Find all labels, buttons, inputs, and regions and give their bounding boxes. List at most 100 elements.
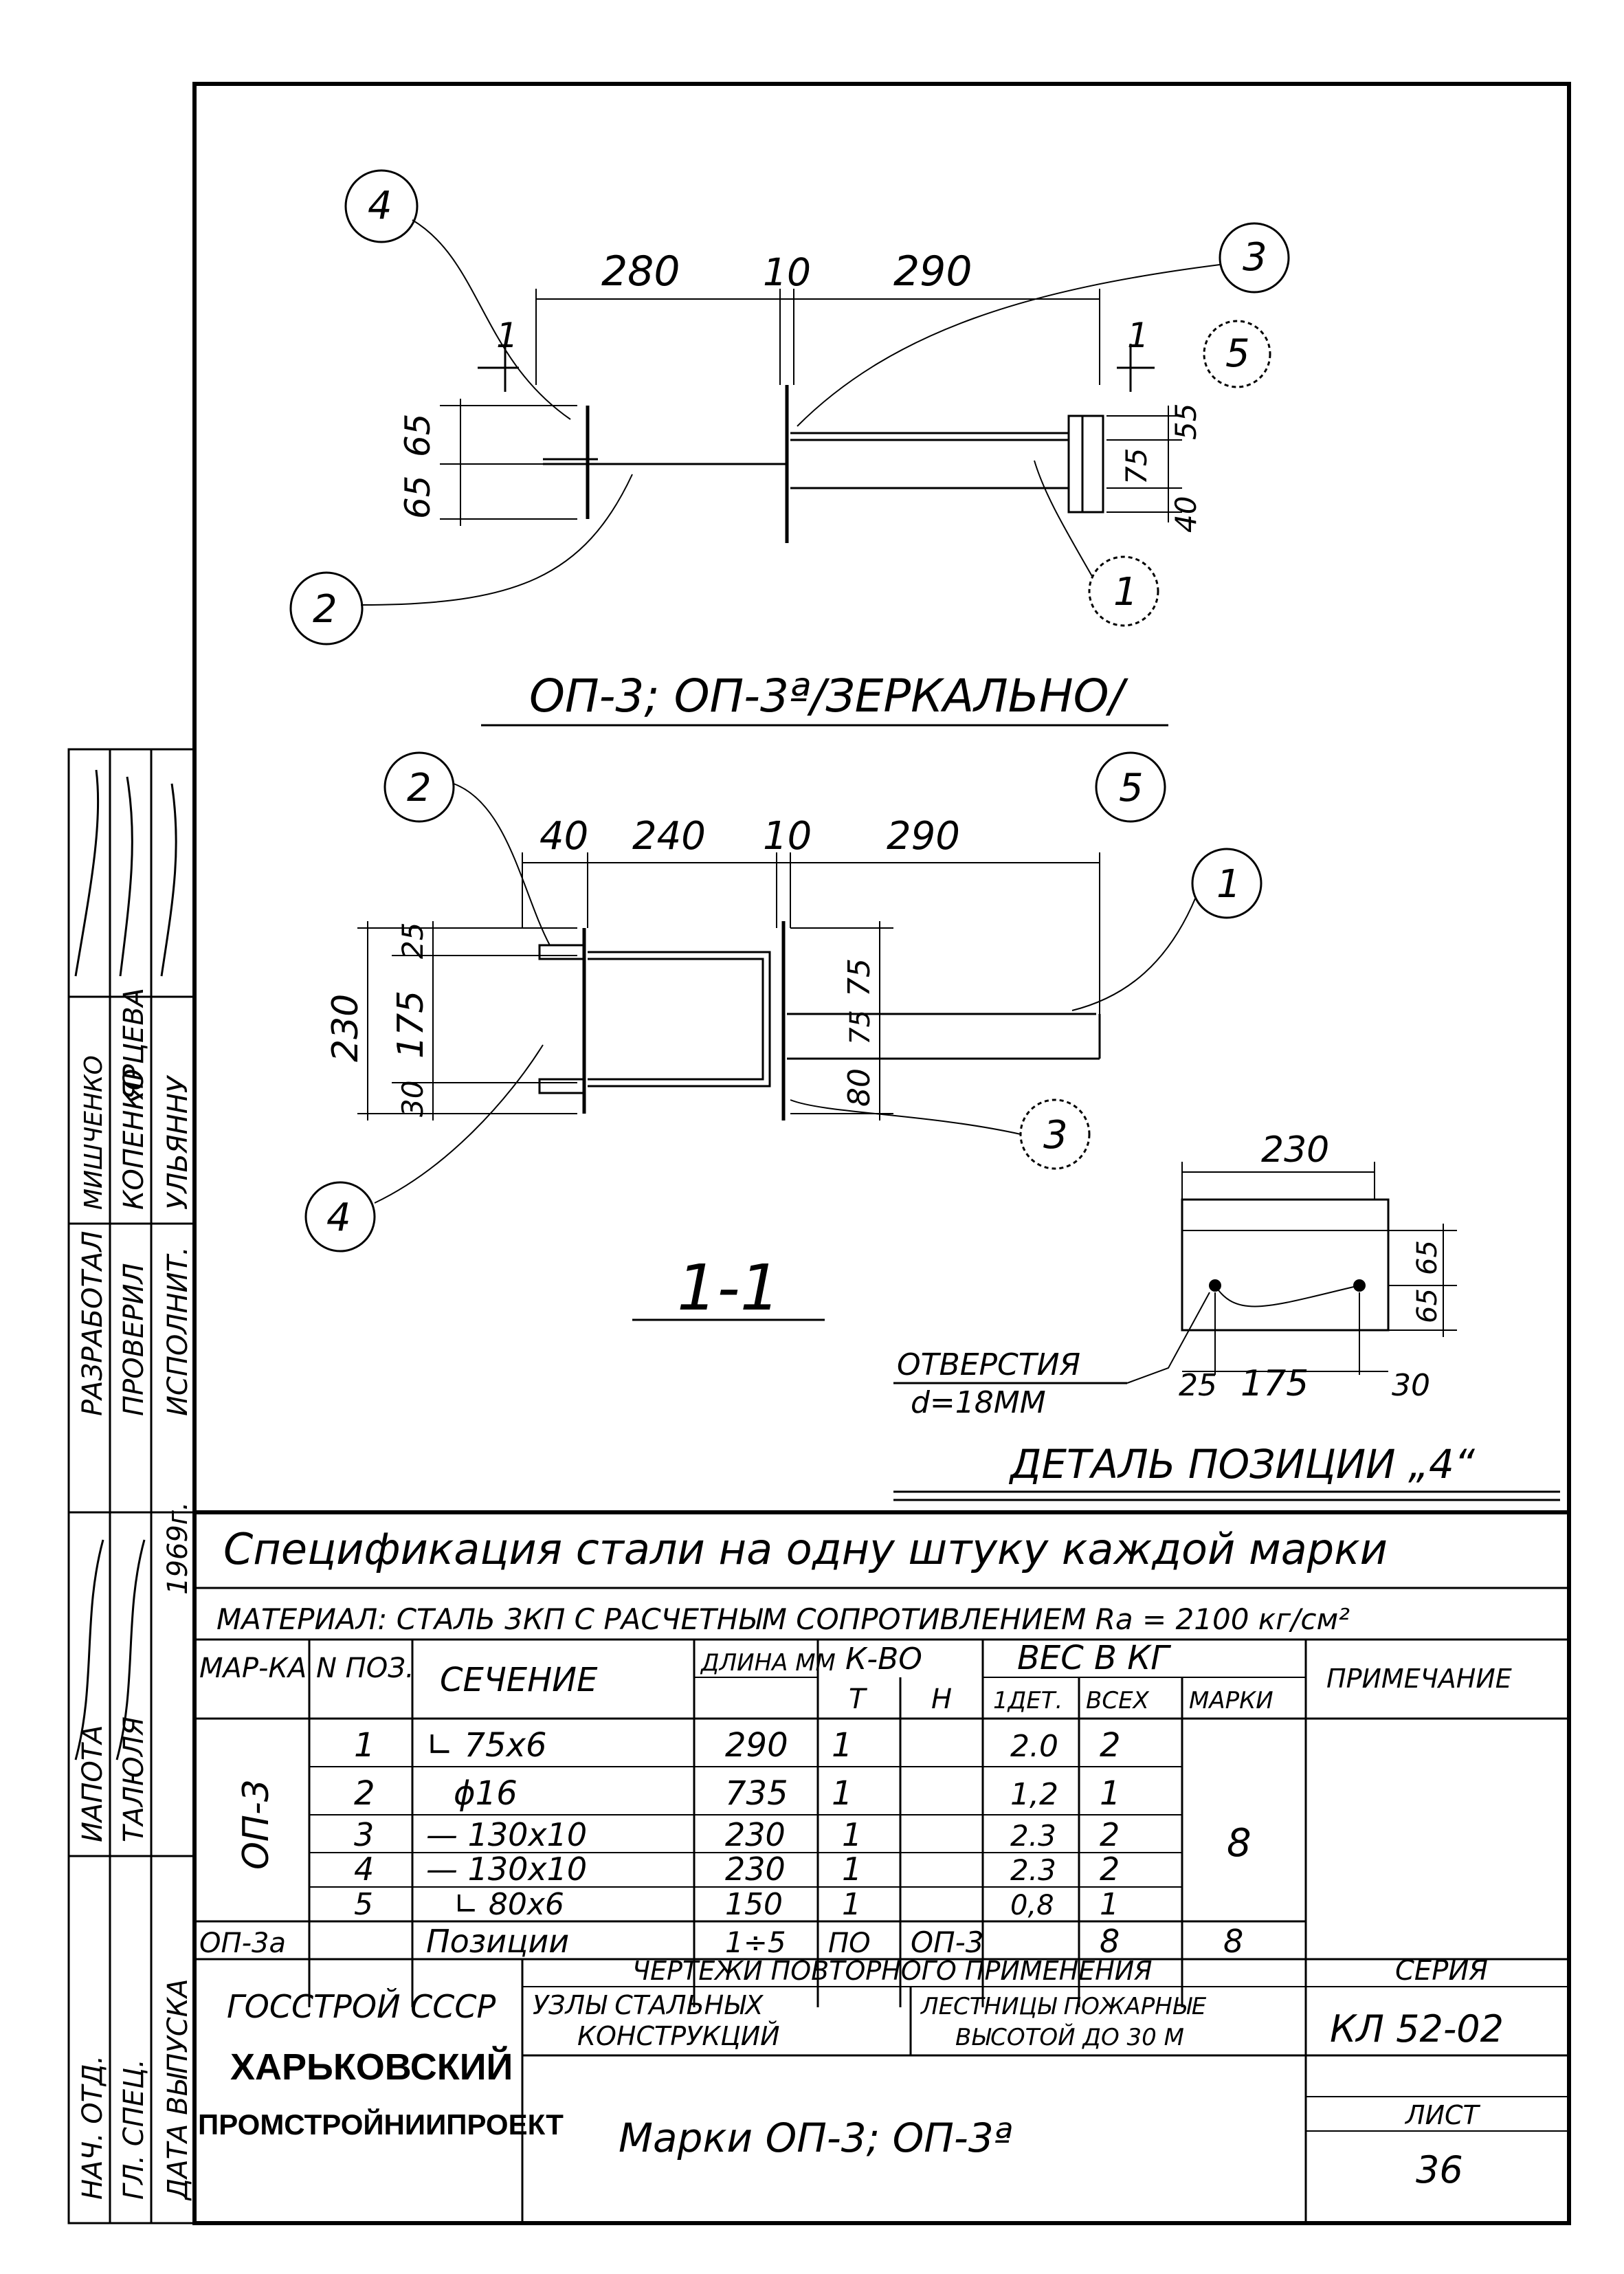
last-row-length: 1÷5: [725, 1925, 786, 1959]
table-row-t: 1: [832, 1726, 853, 1765]
stamp-lower-name-2: ТАЛЮЛЯ: [118, 1716, 150, 1842]
stamp-lower-role-3: ДАТА ВЫПУСКА: [162, 1979, 194, 2201]
sec-dim-30: 30: [396, 1081, 430, 1117]
top-view: 280 10 290 65 65 55 75 40 1 1: [289, 169, 1290, 727]
sec-dim-230: 230: [325, 994, 366, 1062]
top-section-mark-left: 1: [496, 316, 518, 355]
stamp-role-executed: ИСПОЛНИТ.: [162, 1246, 194, 1416]
left-stamp: РАЗРАБОТАЛ ПРОВЕРИЛ ИСПОЛНИТ. МИШЧЕНКО К…: [67, 748, 196, 2225]
detail-view: 230 65 65 25 175 30 ОТВЕРСТИЯ d=18ММ ДЕТ…: [893, 1129, 1560, 1501]
table-row-t: 1: [842, 1851, 862, 1888]
hdr-note: ПРИМЕЧАНИЕ: [1326, 1664, 1512, 1694]
sec-dim-175: 175: [390, 991, 432, 1059]
last-row-section: Позиции: [426, 1923, 569, 1960]
callout-sec-3: 3: [1043, 1113, 1068, 1158]
detail-dim-230: 230: [1261, 1129, 1329, 1171]
top-dim-right-40: 40: [1169, 496, 1203, 533]
stamp-name-2: КОПЕНКО: [118, 1069, 150, 1210]
top-view-caption: ОП-3; ОП-3ª/ЗЕРКАЛЬНО/: [529, 670, 1129, 722]
top-dim-10: 10: [763, 250, 811, 294]
detail-dim-25: 25: [1179, 1368, 1217, 1403]
table-row-section: — 130х10: [426, 1851, 587, 1888]
spec-table: Спецификация стали на одну штуку каждой …: [194, 1510, 1569, 2007]
tb-subject-2a: ЛЕСТНИЦЫ ПОЖАРНЫЕ: [920, 1993, 1207, 2020]
table-row-t: 1: [832, 1774, 853, 1813]
sec-dim-240: 240: [632, 814, 706, 859]
table-row-length: 230: [725, 1851, 786, 1888]
last-row-mark-weight: 8: [1223, 1923, 1243, 1960]
top-section-mark-right: 1: [1127, 316, 1149, 355]
stamp-year: 1969г.: [162, 1501, 194, 1595]
section-title: 1-1: [677, 1251, 780, 1325]
table-row-all: 2: [1100, 1816, 1120, 1853]
tb-sheet: 36: [1416, 2148, 1463, 2192]
callout-top-2: 2: [313, 587, 337, 632]
table-row-one: 1,2: [1010, 1777, 1058, 1812]
stamp-lower-role-2: ГЛ. СПЕЦ.: [118, 2059, 150, 2200]
stamp-role-developed: РАЗРАБОТАЛ: [77, 1231, 109, 1416]
sec-dim-75b: 75: [845, 1010, 876, 1045]
table-row-pos: 4: [354, 1851, 374, 1888]
table-row-t: 1: [842, 1816, 862, 1853]
group-mark: ОП-3: [236, 1779, 277, 1870]
sec-dim-10: 10: [763, 814, 812, 859]
top-dim-290: 290: [893, 247, 972, 296]
tb-sheet-label: ЛИСТ: [1404, 2100, 1481, 2130]
table-row-length: 735: [725, 1774, 788, 1813]
org-line-1: ГОССТРОЙ СССР: [227, 1988, 496, 2025]
group-weight: 8: [1227, 1821, 1252, 1866]
hdr-length: ДЛИНА ММ: [700, 1649, 836, 1677]
tb-drawing-name: Марки ОП-3; ОП-3ª: [619, 2115, 1012, 2161]
stamp-name-1: МИШЧЕНКО: [80, 1055, 108, 1210]
sec-dim-80: 80: [842, 1068, 877, 1107]
sec-dim-290: 290: [887, 814, 960, 859]
last-row-t: ПО: [828, 1928, 871, 1959]
table-row-all: 1: [1100, 1887, 1119, 1922]
tb-subject-1b: КОНСТРУКЦИЙ: [577, 2021, 780, 2051]
table-row-all: 2: [1100, 1851, 1120, 1888]
table-row-pos: 5: [354, 1887, 373, 1922]
spec-rows: 1 ∟ 75х6 290 1 2.0 2 2 ϕ16 735 1 1,2 1 3…: [354, 1726, 1121, 1922]
stamp-role-checked: ПРОВЕРИЛ: [118, 1263, 150, 1416]
detail-dim-65b: 65: [1412, 1288, 1443, 1323]
tb-subject-1a: УЗЛЫ СТАЛЬНЫХ: [533, 1990, 764, 2020]
hdr-pos: N ПОЗ.: [316, 1653, 414, 1684]
last-row-mark: ОП-3а: [199, 1928, 286, 1959]
tb-series: КЛ 52-02: [1330, 2007, 1504, 2051]
top-dim-left-65b: 65: [398, 475, 438, 519]
stamp-name-4: УЛЬЯННУ: [162, 1074, 194, 1210]
sheet-frame: [192, 82, 1571, 2225]
table-row-section: ϕ16: [454, 1774, 518, 1813]
last-row-n: ОП-3: [911, 1925, 984, 1959]
table-row-all: 2: [1100, 1726, 1121, 1765]
hdr-qty-n: Н: [931, 1684, 952, 1715]
table-row-length: 150: [725, 1887, 783, 1922]
hdr-w-mark: МАРКИ: [1189, 1687, 1273, 1714]
table-row-one: 0,8: [1010, 1890, 1054, 1921]
org-line-3: ПРОМСТРОЙНИИПРОЕКТ: [198, 2108, 564, 2141]
table-row-section: ∟ 80х6: [454, 1887, 564, 1922]
tb-series-label: СЕРИЯ: [1395, 1955, 1488, 1987]
hdr-mark: МАР-КА: [199, 1653, 307, 1684]
detail-dim-65a: 65: [1412, 1240, 1443, 1275]
top-dim-right-75: 75: [1120, 448, 1153, 485]
spec-title: Спецификация стали на одну штуку каждой …: [223, 1524, 1388, 1574]
callout-sec-4: 4: [326, 1195, 351, 1240]
hdr-weight: ВЕС В КГ: [1017, 1639, 1171, 1677]
table-row-one: 2.3: [1010, 1819, 1056, 1853]
sec-dim-40: 40: [540, 814, 588, 859]
table-row-section: — 130х10: [426, 1816, 587, 1853]
table-row-pos: 1: [354, 1726, 375, 1765]
table-row-t: 1: [842, 1887, 861, 1922]
detail-holes-diameter: d=18ММ: [911, 1385, 1046, 1420]
stamp-lower-name-1: ИАПОТА: [77, 1725, 109, 1842]
title-block: ГОССТРОЙ СССР ХАРЬКОВСКИЙ ПРОМСТРОЙНИИПР…: [198, 1955, 1569, 2223]
table-row-pos: 3: [354, 1816, 374, 1853]
table-row-length: 290: [725, 1726, 788, 1765]
detail-dim-30: 30: [1392, 1368, 1430, 1403]
detail-dim-175: 175: [1241, 1363, 1309, 1404]
table-row-all: 1: [1100, 1774, 1121, 1813]
sec-dim-75a: 75: [842, 958, 877, 997]
hdr-qty-t: Т: [849, 1684, 868, 1715]
